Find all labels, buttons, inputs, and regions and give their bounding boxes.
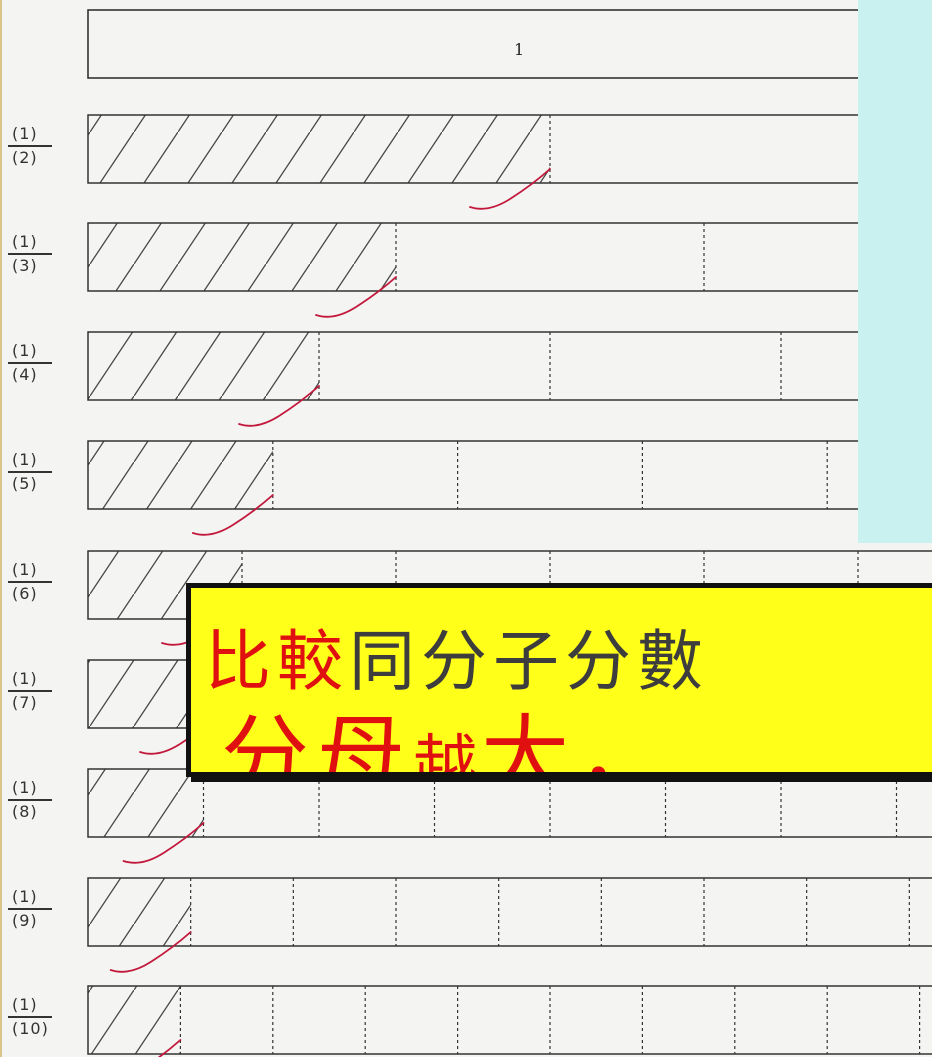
fraction-line	[8, 908, 52, 910]
fraction-denominator: (7)	[12, 692, 38, 712]
callout-comma: ，	[577, 705, 674, 777]
fraction-line	[8, 145, 52, 147]
checkmark	[157, 1039, 182, 1057]
fraction-numerator: (1)	[12, 887, 38, 906]
fraction-line	[8, 471, 52, 473]
fraction-denominator: (3)	[12, 255, 38, 275]
fraction-label: (1) (10)	[8, 996, 64, 1042]
bar-outline	[87, 877, 932, 947]
bar-outline	[87, 768, 932, 838]
fraction-bar-row	[87, 768, 932, 864]
callout-word-compare: 比較	[205, 623, 349, 700]
fraction-line	[8, 253, 52, 255]
fraction-denominator: (8)	[12, 801, 38, 821]
shaded-part	[88, 986, 181, 1054]
fraction-label: (1)(8)	[8, 779, 64, 825]
checkmark	[315, 276, 397, 318]
fraction-bar-row	[87, 985, 932, 1057]
fraction-line	[8, 1016, 52, 1018]
fraction-bar-row	[87, 440, 932, 536]
checkmark	[122, 822, 205, 864]
fraction-denominator: (4)	[12, 364, 38, 384]
fraction-numerator: (1)	[12, 341, 38, 360]
fraction-label: (1)(2)	[8, 125, 64, 171]
fraction-label: (1)(3)	[8, 233, 64, 279]
shaded-part	[88, 878, 191, 946]
callout-word-more: 越	[413, 729, 482, 777]
checkmark	[238, 385, 320, 427]
fraction-denominator: (10)	[12, 1018, 49, 1038]
shaded-part	[88, 223, 396, 291]
shaded-part	[88, 115, 550, 183]
callout-phrase-same-numerator: 同分子分	[349, 623, 637, 700]
fraction-denominator: (9)	[12, 910, 38, 930]
fraction-line	[8, 581, 52, 583]
fraction-label: (1)(5)	[8, 451, 64, 497]
bar-outline	[87, 985, 932, 1055]
fraction-label: (1)(7)	[8, 670, 64, 716]
checkmark	[191, 494, 274, 536]
callout-cut-char: 數	[637, 623, 709, 700]
fraction-line	[8, 690, 52, 692]
fraction-denominator: (6)	[12, 583, 38, 603]
fraction-bar-row	[87, 331, 932, 427]
callout-line-2: 分母越大，	[221, 686, 674, 777]
fraction-numerator: (1)	[12, 232, 38, 251]
whole-bar	[87, 9, 932, 79]
fraction-numerator: (1)	[12, 450, 38, 469]
bar-outline	[87, 440, 932, 510]
fraction-bar-row	[87, 877, 932, 973]
checkmark	[469, 168, 551, 210]
shaded-part	[88, 769, 204, 837]
fraction-numerator: (1)	[12, 995, 38, 1014]
bar-outline	[87, 222, 932, 292]
fraction-numerator: (1)	[12, 124, 38, 143]
fraction-bar-row	[87, 114, 932, 210]
callout-line-1: 比較同分子分數	[205, 608, 709, 704]
fraction-line	[8, 799, 52, 801]
shaded-part	[88, 441, 273, 509]
fraction-label: (1)(6)	[8, 561, 64, 607]
fraction-numerator: (1)	[12, 669, 38, 688]
checkmark	[109, 931, 192, 973]
callout-word-denominator: 分母	[221, 705, 414, 777]
fraction-numerator: (1)	[12, 560, 38, 579]
fraction-label: (1)(9)	[8, 888, 64, 934]
fraction-bar-row	[87, 222, 932, 318]
shaded-part	[88, 332, 319, 400]
fraction-denominator: (5)	[12, 473, 38, 493]
fraction-numerator: (1)	[12, 778, 38, 797]
whole-bar-label: 1	[514, 40, 524, 59]
fraction-line	[8, 362, 52, 364]
callout-word-larger: 大	[481, 705, 578, 777]
callout-box: 比較同分子分數 分母越大，	[186, 583, 932, 777]
side-panel	[858, 0, 932, 543]
fraction-denominator: (2)	[12, 147, 38, 167]
fraction-label: (1)(4)	[8, 342, 64, 388]
